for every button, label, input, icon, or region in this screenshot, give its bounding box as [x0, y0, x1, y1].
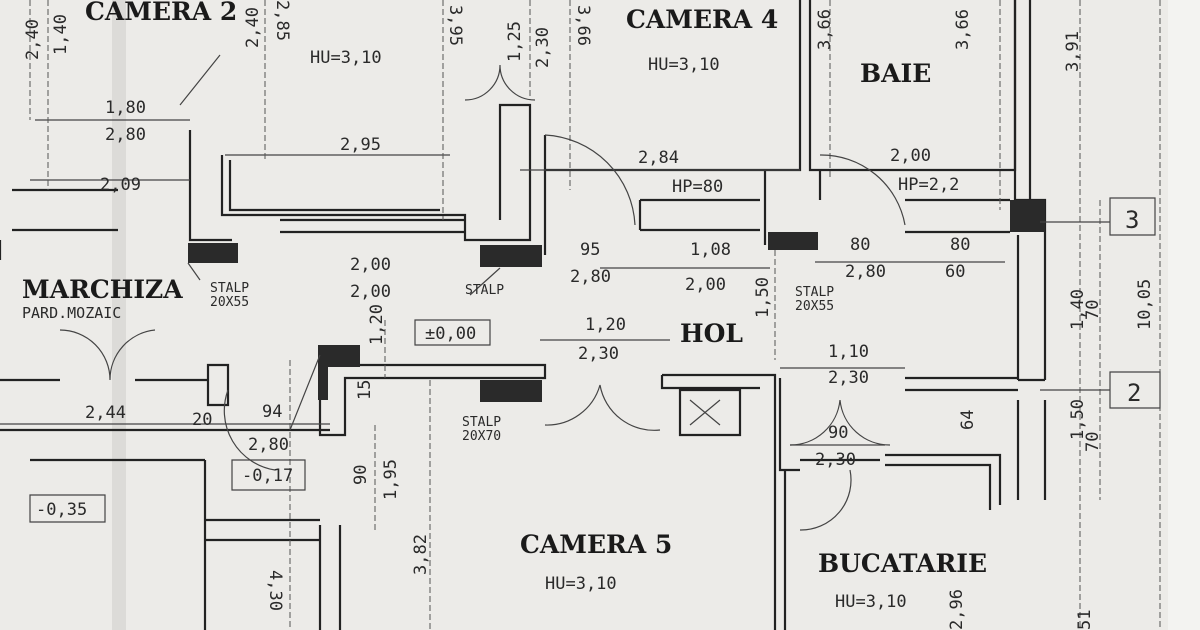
dimension-lines [0, 0, 1161, 630]
column-size: 20X55 [210, 295, 249, 310]
column-label: STALP [465, 283, 504, 298]
level-label: -0,35 [36, 500, 87, 520]
dimension-label: 2,00 [890, 146, 931, 166]
column-size: 20X70 [462, 429, 501, 444]
dimension-label: 90 [351, 465, 371, 485]
dimension-label: 2,85 [272, 0, 292, 41]
dimension-label: 1,08 [690, 240, 731, 260]
paper-fold [112, 0, 126, 630]
dimension-label: 1,50 [1068, 399, 1088, 440]
dimension-label: 1,40 [1068, 289, 1088, 330]
dimension-label: 2,80 [570, 267, 611, 287]
room-camera-4: CAMERA 4 [626, 5, 778, 34]
dimension-label: 1,40 [51, 14, 71, 55]
dimension-label: 95 [580, 240, 600, 260]
height-label: HP=2,2 [898, 175, 959, 195]
dimension-label: 2,95 [340, 135, 381, 155]
dimension-label: 15 [355, 380, 375, 400]
dimension-labels: 1,80 2,80 2,09 2,95 2,84 2,00 95 2,80 1,… [85, 98, 970, 470]
dimension-label: 70 [1083, 300, 1103, 320]
dimension-label: 70 [1083, 432, 1103, 452]
dimension-label: 1,80 [105, 98, 146, 118]
dimension-label: 2,40 [243, 7, 263, 48]
dimension-label: 3,66 [573, 5, 593, 46]
columns [188, 200, 1045, 402]
dimension-label: 2,00 [350, 282, 391, 302]
dimension-label: 2,30 [815, 450, 856, 470]
axis-marker-3: 3 [1125, 206, 1139, 234]
dimension-label: 1,25 [505, 21, 525, 62]
dimension-label: 20 [192, 410, 212, 430]
dimension-label: 2,96 [947, 589, 967, 630]
dimension-label: 2,80 [105, 125, 146, 145]
dimension-label: 2,80 [248, 435, 289, 455]
dimension-label: 60 [945, 262, 965, 282]
height-label: HU=3,10 [835, 592, 907, 612]
dimension-label: 2,00 [685, 275, 726, 295]
dimension-label: 10,05 [1135, 279, 1155, 330]
dimension-label: 2,44 [85, 403, 126, 423]
height-label: HP=80 [672, 177, 723, 197]
dimension-label: 94 [262, 402, 282, 422]
height-label: HU=3,10 [648, 55, 720, 75]
dimension-label: 90 [828, 423, 848, 443]
dimension-label: 80 [950, 235, 970, 255]
door-swings [59, 64, 906, 531]
dimension-label: 2,80 [845, 262, 886, 282]
dimension-label: 2,30 [578, 344, 619, 364]
dimension-label: 2,30 [533, 27, 553, 68]
room-hol: HOL [680, 319, 743, 348]
dimension-label: 2,30 [828, 368, 869, 388]
dimension-label: 2,09 [100, 175, 141, 195]
level-label: ±0,00 [425, 324, 476, 344]
column-size: 20X55 [795, 299, 834, 314]
dimension-label: 4,30 [265, 570, 285, 611]
dimension-label: 2,84 [638, 148, 679, 168]
room-marchiza: MARCHIZA [22, 275, 183, 304]
dimension-label: 80 [850, 235, 870, 255]
dimension-label: 1,20 [367, 304, 387, 345]
dimension-label: 64 [958, 410, 978, 430]
dimension-label: 1,50 [753, 277, 773, 318]
dimension-label: 3,66 [815, 9, 835, 50]
paper-edge [1168, 0, 1200, 630]
dimension-label: 2,00 [350, 255, 391, 275]
dimension-label: 3,66 [953, 9, 973, 50]
level-label: -0,17 [242, 466, 293, 486]
marchiza-floor: PARD.MOZAIC [22, 304, 121, 322]
dimension-labels-vertical: 2,40 1,40 2,40 2,85 3,95 1,25 2,30 3,66 … [23, 0, 1155, 630]
column-label: STALP [210, 281, 249, 296]
room-camera-2: CAMERA 2 [85, 0, 237, 26]
column-label: STALP [462, 415, 501, 430]
dimension-label: 1,10 [828, 342, 869, 362]
dimension-label: 1,95 [381, 459, 401, 500]
height-label: HU=3,10 [310, 48, 382, 68]
room-bucatarie: BUCATARIE [818, 549, 987, 578]
room-camera-5: CAMERA 5 [520, 530, 672, 559]
dimension-label: 3,91 [1063, 31, 1083, 72]
room-baie: BAIE [860, 59, 931, 88]
height-label: HU=3,10 [545, 574, 617, 594]
axis-marker-2: 2 [1127, 379, 1141, 407]
dimension-label: 51 [1075, 610, 1095, 630]
dimension-label: 2,40 [23, 19, 43, 60]
dimension-label: 3,82 [411, 534, 431, 575]
dimension-label: 3,95 [445, 5, 465, 46]
column-label: STALP [795, 285, 834, 300]
dimension-label: 1,20 [585, 315, 626, 335]
